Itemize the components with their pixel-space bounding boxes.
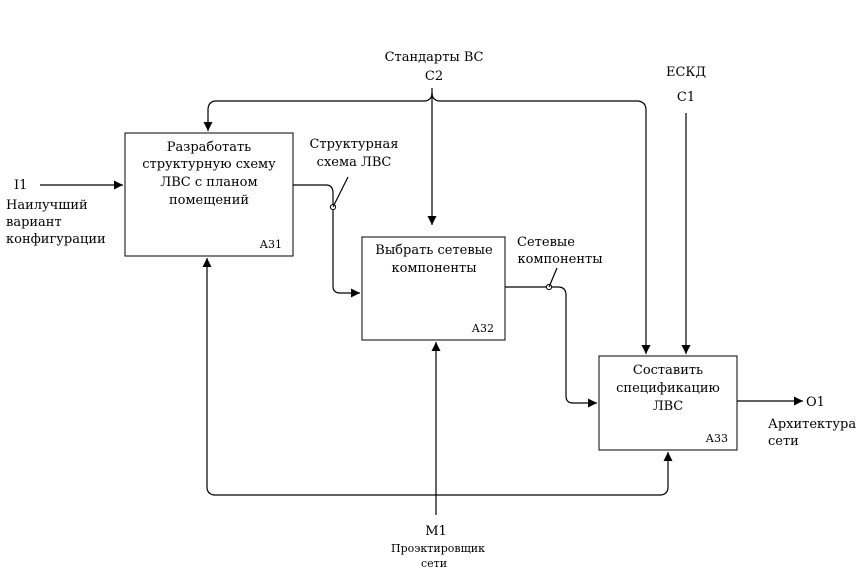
control-c2-to-a31-arrow xyxy=(203,92,433,131)
a31-title-line-3: ЛВС с планом xyxy=(160,175,257,190)
mechanism-m1-name-line-1: Проэктировщик xyxy=(391,542,485,555)
structural-scheme-label-leader xyxy=(332,176,349,208)
control-c1-name: ЕСКД xyxy=(666,65,706,80)
a31-title-line-4: помещений xyxy=(169,193,249,208)
a32-title-line-1: Выбрать сетевые xyxy=(375,243,493,258)
network-components-label-line-2: компоненты xyxy=(517,252,602,267)
a32-title-line-2: компоненты xyxy=(391,261,476,276)
network-components-label-leader xyxy=(548,267,558,288)
control-c2-name: Стандарты ВС xyxy=(385,50,484,65)
mechanism-m1-code: М1 xyxy=(425,524,447,539)
structural-scheme-label-line-1: Структурная xyxy=(309,137,398,152)
a32-code: А32 xyxy=(472,322,494,335)
activity-box-a33 xyxy=(598,355,738,451)
input-i1-name-line-2: вариант xyxy=(6,215,62,230)
a33-code: А33 xyxy=(706,432,728,445)
structural-scheme-label-line-2: схема ЛВС xyxy=(317,155,392,170)
a31-code: А31 xyxy=(260,238,282,251)
input-i1-name-line-1: Наилучший xyxy=(6,198,88,213)
input-i1-code: I1 xyxy=(14,178,27,193)
network-components-label-line-1: Сетевые xyxy=(517,235,575,250)
a31-title-line-1: Разработать xyxy=(167,140,252,155)
output-o1-name-line-2: сети xyxy=(768,434,799,449)
control-c2-to-a33-arrow xyxy=(431,92,651,354)
control-c2-code: С2 xyxy=(425,69,443,84)
mechanism-m1-to-a31-arrow xyxy=(202,258,436,496)
mechanism-m1-name-line-2: сети xyxy=(421,557,447,570)
a31-title-line-2: структурную схему xyxy=(142,157,276,172)
a33-title-line-2: спецификацию xyxy=(616,381,720,396)
a33-title-line-1: Составить xyxy=(633,363,703,378)
output-o1-code: О1 xyxy=(806,395,825,410)
input-i1-name-line-3: конфигурации xyxy=(6,232,106,247)
network-components-arrow xyxy=(505,286,597,408)
activity-box-a32 xyxy=(361,236,506,341)
structural-scheme-arrow xyxy=(293,184,360,298)
activity-box-a31 xyxy=(124,132,294,257)
a33-title-line-3: ЛВС xyxy=(653,399,683,414)
control-c1-code: С1 xyxy=(677,90,695,105)
output-o1-name-line-1: Архитектура xyxy=(768,417,856,432)
mechanism-m1-to-a33-arrow xyxy=(436,452,673,496)
